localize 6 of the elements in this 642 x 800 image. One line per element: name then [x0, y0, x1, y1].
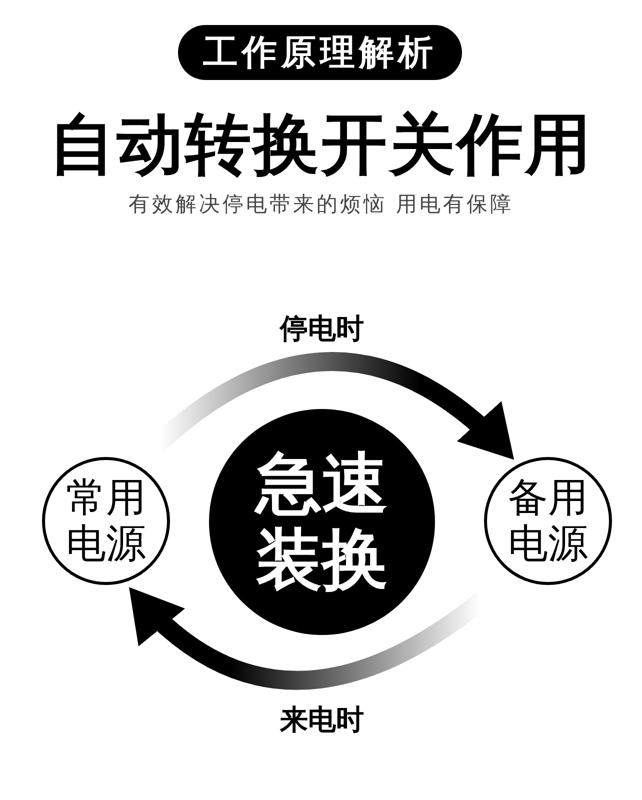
- title: 自动转换开关作用: [48, 105, 594, 185]
- source-circle: 备用电源: [484, 457, 612, 585]
- heading-pill: 工作原理解析: [178, 25, 462, 80]
- subtitle: 有效解决停电带来的烦恼 用电有保障: [127, 191, 515, 218]
- source-circle: 常用电源: [42, 457, 170, 585]
- center-circle: 急速装换: [209, 409, 435, 635]
